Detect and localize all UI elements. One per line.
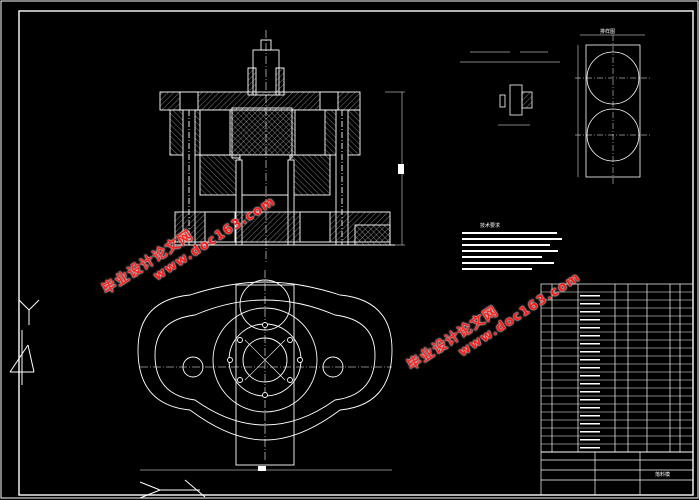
die-section-view bbox=[159, 30, 405, 262]
parts-list-rows bbox=[541, 291, 693, 449]
tech-requirements bbox=[462, 232, 562, 270]
parts-row-text-mark bbox=[580, 359, 600, 361]
roughness-symbols bbox=[9, 299, 206, 499]
parts-row-text-mark bbox=[580, 375, 600, 377]
parts-row-text-mark bbox=[580, 343, 600, 345]
parts-row-text-mark bbox=[580, 447, 600, 449]
parts-row-text-mark bbox=[580, 431, 600, 433]
parts-list bbox=[540, 283, 694, 496]
parts-row-text-mark bbox=[580, 351, 600, 353]
parts-row-text-mark bbox=[580, 319, 600, 321]
parts-row-text-mark bbox=[580, 327, 600, 329]
parts-row-text-mark bbox=[580, 423, 600, 425]
parts-row-text-mark bbox=[580, 415, 600, 417]
parts-row-text-mark bbox=[580, 311, 600, 313]
die-plan-view bbox=[137, 270, 393, 471]
parts-row-text-mark bbox=[580, 295, 600, 297]
parts-row-text-mark bbox=[580, 399, 600, 401]
parts-row-text-mark bbox=[580, 439, 600, 441]
parts-row-text-mark bbox=[580, 391, 600, 393]
parts-row-text-mark bbox=[580, 335, 600, 337]
strip-layout-title: 排样图 bbox=[600, 29, 616, 35]
parts-row-text-mark bbox=[580, 367, 600, 369]
title-block-name: 落料模 bbox=[655, 472, 671, 478]
detail-views bbox=[460, 34, 650, 185]
parts-row-text-mark bbox=[580, 303, 600, 305]
parts-row-text-mark bbox=[580, 383, 600, 385]
parts-row-text-mark bbox=[580, 407, 600, 409]
tech-requirements-title: 技术要求 bbox=[480, 223, 501, 229]
